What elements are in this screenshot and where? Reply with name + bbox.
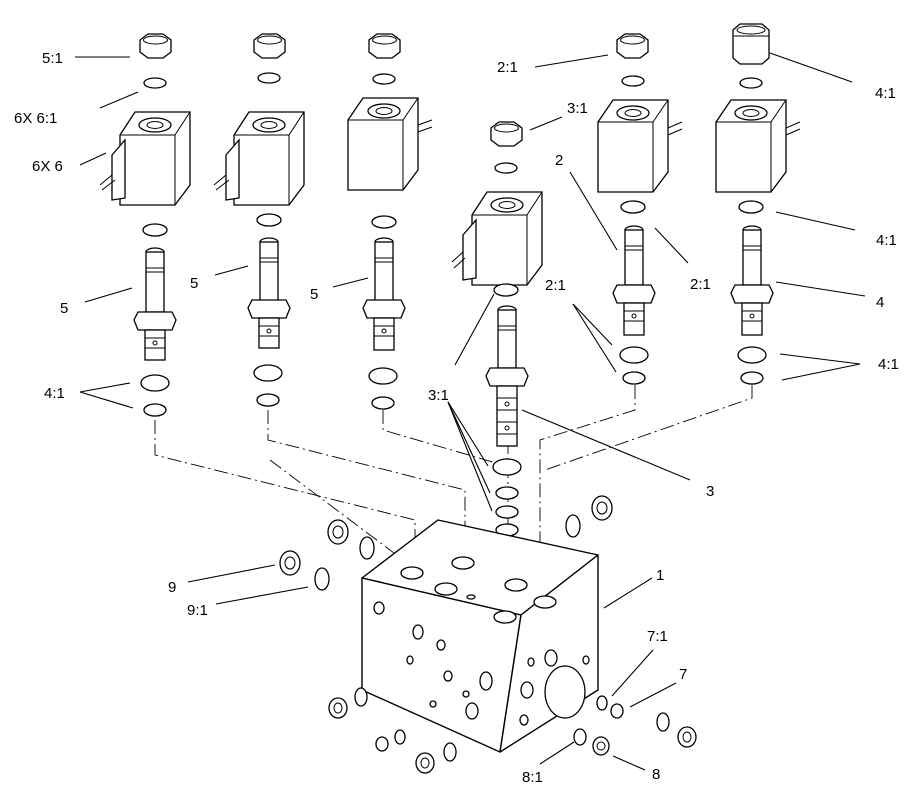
nut-part-2-1 xyxy=(616,33,649,87)
label-6x-6-1: 6X 6:1 xyxy=(14,110,57,127)
cartridge-valve-5-b xyxy=(247,237,291,349)
label-3-1-top: 3:1 xyxy=(567,100,588,117)
label-5-c: 5 xyxy=(310,286,318,303)
label-7: 7 xyxy=(679,666,687,683)
leader-lines xyxy=(75,52,866,771)
label-2: 2 xyxy=(555,152,563,169)
coil-6x6-a xyxy=(99,111,191,206)
label-2-1-top: 2:1 xyxy=(497,59,518,76)
coil-plain-c xyxy=(347,97,433,191)
label-4: 4 xyxy=(876,294,884,311)
o-rings-lower xyxy=(140,346,767,537)
label-6x-6: 6X 6 xyxy=(32,158,63,175)
coil-plain-4 xyxy=(715,99,801,193)
o-rings-upper xyxy=(142,200,764,297)
label-2-1-right: 2:1 xyxy=(690,276,711,293)
label-5-a: 5 xyxy=(60,300,68,317)
label-3: 3 xyxy=(706,483,714,500)
nut-part-3-1 xyxy=(490,121,523,174)
label-4-1-top: 4:1 xyxy=(875,85,896,102)
nut-part-5-1 xyxy=(139,33,172,89)
nut-part-c xyxy=(368,33,401,85)
coil-plain-2 xyxy=(597,99,683,193)
coil-3 xyxy=(451,191,543,286)
label-3-1-mid: 3:1 xyxy=(428,387,449,404)
label-8: 8 xyxy=(652,766,660,783)
callout-labels: 5:1 6X 6:1 6X 6 5 5 5 4:1 3:1 3:1 2:1 2 … xyxy=(14,50,899,786)
plugs-and-seals xyxy=(279,495,697,774)
label-5-b: 5 xyxy=(190,275,198,292)
manifold-block xyxy=(361,519,599,753)
cartridge-valve-3 xyxy=(485,305,529,447)
cartridge-valve-5-c xyxy=(362,237,406,351)
label-4-1-lower: 4:1 xyxy=(878,356,899,373)
label-9: 9 xyxy=(168,579,176,596)
nut-part-b xyxy=(253,33,286,84)
label-5-1: 5:1 xyxy=(42,50,63,67)
label-2-1-left: 2:1 xyxy=(545,277,566,294)
label-7-1: 7:1 xyxy=(647,628,668,645)
coil-6x6-b xyxy=(213,111,305,206)
label-4-1-left: 4:1 xyxy=(44,385,65,402)
label-1: 1 xyxy=(656,567,664,584)
label-9-1: 9:1 xyxy=(187,602,208,619)
assembly-center-lines xyxy=(154,385,753,701)
label-4-1-upper: 4:1 xyxy=(876,232,897,249)
label-8-1: 8:1 xyxy=(522,769,543,786)
nut-part-4-1-tall xyxy=(732,23,770,89)
cartridge-valve-2 xyxy=(612,225,656,336)
cartridge-valve-4 xyxy=(730,225,774,336)
cartridge-valve-5-a xyxy=(133,247,177,361)
